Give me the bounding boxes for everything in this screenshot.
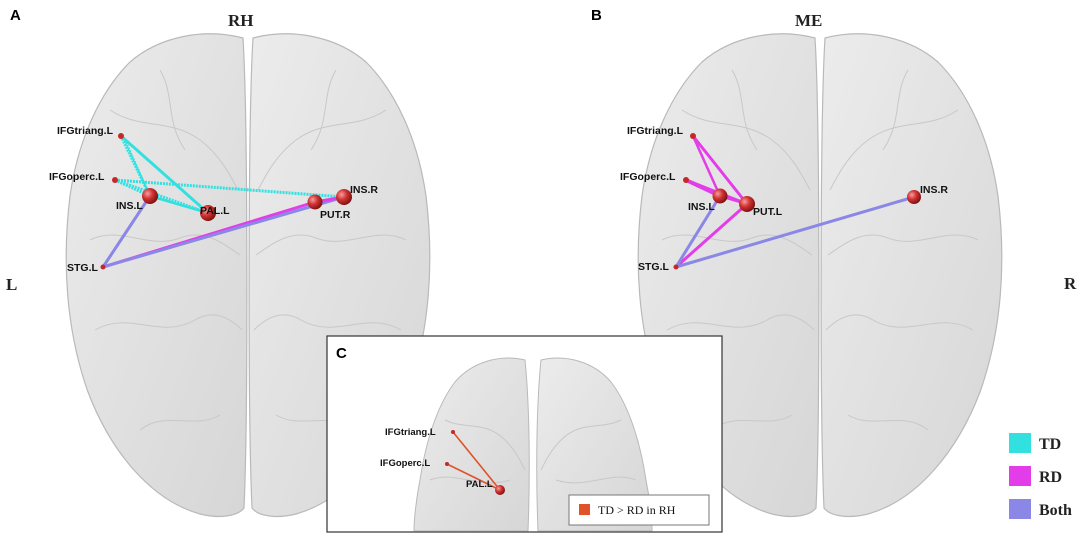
side-label-left: L xyxy=(6,275,17,294)
brain-b-sulci xyxy=(661,69,979,431)
node-a-ins-r xyxy=(336,189,352,205)
edge-a-ifgtriang-pal xyxy=(119,134,210,215)
panel-b-letter: B xyxy=(591,7,602,24)
label-b-put-l: PUT.L xyxy=(753,206,783,218)
panel-b-title: ME xyxy=(795,11,822,30)
nodes-a xyxy=(100,133,352,270)
node-c-ifgtriang xyxy=(451,430,455,434)
legend-label-td: TD xyxy=(1039,436,1061,453)
edge-a-ifgoperc-ins-r xyxy=(114,178,345,199)
label-a-stg-l: STG.L xyxy=(67,262,99,274)
label-a-ins-r: INS.R xyxy=(350,184,378,196)
edges-a xyxy=(101,134,345,269)
edge-a-stg-ins-r xyxy=(102,195,345,269)
nodes-b xyxy=(673,133,921,270)
panel-a-letter: A xyxy=(10,7,21,24)
labels-b: IFGtriang.L IFGoperc.L INS.L PUT.L INS.R… xyxy=(620,125,948,273)
node-a-ifgtriang xyxy=(118,133,124,139)
legend: TD RD Both xyxy=(1009,433,1072,519)
legend-swatch-td xyxy=(1009,433,1031,453)
panel-c-letter: C xyxy=(336,345,347,362)
node-a-pal-l xyxy=(200,205,216,221)
node-b-ins-r xyxy=(907,190,921,204)
panel-c-legend: TD > RD in RH xyxy=(568,494,710,526)
label-b-ins-l: INS.L xyxy=(688,201,715,213)
label-c-ifgtriang: IFGtriang.L xyxy=(385,427,436,438)
labels-a: IFGtriang.L IFGoperc.L INS.L PAL.L PUT.R… xyxy=(49,125,378,274)
legend-swatch-rd xyxy=(1009,466,1031,486)
label-a-put-r: PUT.R xyxy=(320,209,351,221)
edge-c-ifgtriang-pal xyxy=(452,431,501,491)
node-a-stg-l xyxy=(100,264,106,270)
brain-c-right-hemisphere xyxy=(536,357,653,532)
labels-c: IFGtriang.L IFGoperc.L PAL.L xyxy=(380,427,493,490)
node-b-stg-l xyxy=(673,264,679,270)
node-a-put-r xyxy=(307,194,323,210)
label-c-pal-l: PAL.L xyxy=(466,479,493,490)
brain-a-sulci xyxy=(89,69,407,431)
edge-b-ifgtriang-ins xyxy=(691,135,722,197)
side-label-right: R xyxy=(1064,274,1077,293)
nodes-c xyxy=(445,430,505,495)
edge-a-ifgtriang-ins xyxy=(119,135,152,197)
brain-c-sulci xyxy=(429,419,637,484)
label-a-ifgoperc: IFGoperc.L xyxy=(49,171,105,183)
node-a-ifgoperc xyxy=(112,177,118,183)
node-a-ins-l xyxy=(142,188,158,204)
node-b-ifgoperc xyxy=(683,177,689,183)
node-c-pal-l xyxy=(495,485,505,495)
legend-swatch-both xyxy=(1009,499,1031,519)
panel-a-title: RH xyxy=(228,11,254,30)
panel-c: C IFGtriang.L IFGoperc.L PAL.L xyxy=(326,335,723,533)
label-a-pal-l: PAL.L xyxy=(200,205,230,217)
panel-c-legend-swatch xyxy=(579,504,590,515)
edges-c xyxy=(446,431,501,491)
label-c-ifgoperc: IFGoperc.L xyxy=(380,458,430,469)
edge-a-ifgoperc-ins xyxy=(114,178,151,198)
label-b-ins-r: INS.R xyxy=(920,184,948,196)
edge-b-ifgtriang-put xyxy=(691,135,749,205)
panel-c-legend-label: TD > RD in RH xyxy=(598,503,676,517)
node-c-ifgoperc xyxy=(445,462,449,466)
edge-b-stg-ins-r xyxy=(675,195,915,269)
edge-c-ifgoperc-pal xyxy=(446,463,501,491)
node-b-put-l xyxy=(739,196,755,212)
edge-b-stg-ins xyxy=(674,195,722,268)
edge-a-stg-ins xyxy=(101,195,152,268)
panel-c-legend-box xyxy=(568,494,710,526)
brain-b-right-hemisphere xyxy=(820,33,1003,518)
label-b-ifgoperc: IFGoperc.L xyxy=(620,171,676,183)
edge-a-ins-pal xyxy=(149,194,209,215)
label-a-ifgtriang: IFGtriang.L xyxy=(57,125,114,137)
brain-a-left-hemisphere xyxy=(65,33,248,518)
label-b-ifgtriang: IFGtriang.L xyxy=(627,125,684,137)
legend-label-rd: RD xyxy=(1039,469,1062,486)
edge-a-ins-ifgtriang xyxy=(124,139,151,197)
node-b-ins-l xyxy=(712,188,728,204)
label-b-stg-l: STG.L xyxy=(638,261,670,273)
legend-label-both: Both xyxy=(1039,502,1072,519)
label-a-ins-l: INS.L xyxy=(116,200,143,212)
node-b-ifgtriang xyxy=(690,133,696,139)
edge-b-stg-put xyxy=(675,202,748,269)
